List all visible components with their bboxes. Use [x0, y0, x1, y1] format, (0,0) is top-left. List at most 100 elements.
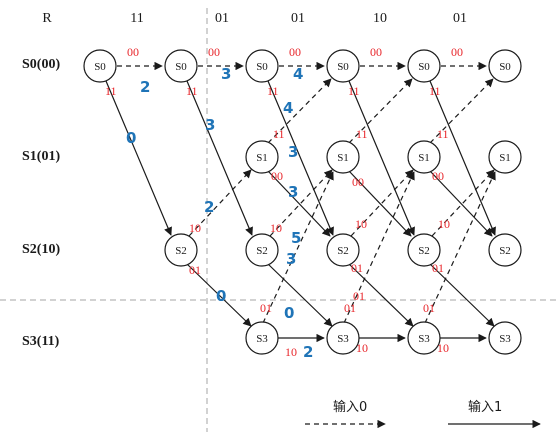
node-label: S0: [175, 61, 187, 73]
path-metric-label: 2: [303, 343, 313, 361]
node-s1-t3: [326, 140, 360, 174]
node-label: S3: [418, 333, 430, 345]
edge-s2-s3-t1: [186, 263, 252, 327]
edge-s0-s2-t0: [105, 80, 172, 236]
edge-s0-s2-t2: [267, 80, 334, 236]
node-label: S2: [418, 245, 430, 257]
branch-output-label: 11: [105, 84, 117, 98]
node-label: S3: [499, 333, 511, 345]
branch-output-label: 10: [438, 217, 450, 231]
path-metric-label: 4: [293, 65, 303, 83]
branch-output-label: 11: [437, 127, 449, 141]
node-label: S3: [337, 333, 349, 345]
node-label: S0: [499, 61, 511, 73]
edge-s1-s2-t4: [429, 170, 493, 237]
state-label-s0: S0(00): [22, 57, 60, 72]
edge-s2-s1-t3: [350, 169, 414, 237]
branch-output-label: 10: [355, 217, 367, 231]
r-label: R: [42, 11, 52, 26]
branch-output-label: 01: [353, 289, 365, 303]
edge-s1-s0-t3: [348, 78, 413, 144]
edge-s2-s3-t3: [348, 263, 414, 327]
branch-output-label: 10: [356, 341, 368, 355]
edge-s2-s1-t4: [431, 169, 495, 237]
node-s2-t4: [407, 233, 441, 267]
branch-output-label: 01: [189, 263, 201, 277]
branch-output-label: 01: [260, 301, 272, 315]
node-label: S1: [337, 152, 349, 164]
branch-output-label: 00: [208, 45, 220, 59]
node-s0-t1: [164, 49, 198, 83]
node-s1-t5: [488, 140, 522, 174]
edge-s2-s3-t2: [267, 263, 333, 327]
path-metric-label: 3: [205, 116, 215, 134]
edge-s1-s0-t2: [267, 78, 332, 144]
received-5: 01: [453, 11, 467, 26]
path-metric-label: 5: [291, 229, 301, 247]
branch-output-label: 10: [270, 221, 282, 235]
branch-output-label: 11: [267, 84, 279, 98]
node-label: S1: [256, 152, 268, 164]
node-label: S2: [337, 245, 349, 257]
branch-output-label: 11: [348, 84, 360, 98]
path-metric-label: 2: [204, 198, 214, 216]
edge-s0-s2-t1: [186, 80, 253, 236]
edge-s1-s0-t4: [429, 78, 494, 144]
path-metric-label: 3: [288, 183, 298, 201]
node-s3-t2: [245, 321, 279, 355]
branch-output-label: 00: [271, 169, 283, 183]
branch-output-label: 01: [423, 301, 435, 315]
node-label: S3: [256, 333, 268, 345]
branch-output-label: 00: [370, 45, 382, 59]
node-s2-t1: [164, 233, 198, 267]
branch-output-label: 00: [352, 175, 364, 189]
edge-s2-s1-t2: [269, 169, 333, 237]
node-label: S0: [337, 61, 349, 73]
branch-output-label: 11: [273, 127, 285, 141]
branch-output-label: 00: [127, 45, 139, 59]
branch-output-label: 00: [451, 45, 463, 59]
state-label-s3: S3(11): [22, 334, 60, 349]
node-s0-t2: [245, 49, 279, 83]
node-s2-t3: [326, 233, 360, 267]
branch-output-label: 11: [186, 84, 198, 98]
node-s0-t0: [83, 49, 117, 83]
node-s3-t5: [488, 321, 522, 355]
node-s3-t4: [407, 321, 441, 355]
branch-output-label: 10: [189, 221, 201, 235]
node-label: S0: [94, 61, 106, 73]
node-s0-t4: [407, 49, 441, 83]
path-metric-label: 2: [140, 78, 150, 96]
path-metric-label: 0: [284, 304, 294, 322]
edge-s0-s2-t4: [429, 80, 496, 236]
path-metric-label: 4: [283, 99, 293, 117]
node-label: S1: [499, 152, 511, 164]
state-label-s2: S2(10): [22, 242, 60, 257]
branch-output-label: 11: [356, 127, 368, 141]
branch-output-label: 10: [437, 341, 449, 355]
edge-s1-s2-t2: [267, 170, 331, 237]
node-s1-t4: [407, 140, 441, 174]
branch-output-label: 01: [351, 261, 363, 275]
edge-s3-s1-t2: [262, 171, 334, 324]
edge-s3-s1-t3: [343, 171, 415, 324]
node-s3-t3: [326, 321, 360, 355]
branch-output-label: 10: [285, 345, 297, 359]
branch-output-label: 00: [432, 169, 444, 183]
path-metric-label: 3: [221, 65, 231, 83]
edge-s2-s1-t1: [188, 169, 252, 237]
node-label: S0: [418, 61, 430, 73]
path-metric-label: 3: [288, 143, 298, 161]
node-label: S2: [175, 245, 187, 257]
edge-s3-s1-t4: [424, 171, 496, 324]
node-label: S2: [256, 245, 268, 257]
edge-s2-s3-t4: [429, 263, 495, 327]
edge-s1-s2-t3: [348, 170, 412, 237]
branch-output-label: 01: [344, 301, 356, 315]
branch-output-label: 01: [432, 261, 444, 275]
node-s2-t5: [488, 233, 522, 267]
legend-input1-label: 输入1: [468, 399, 502, 415]
received-4: 10: [373, 11, 387, 26]
